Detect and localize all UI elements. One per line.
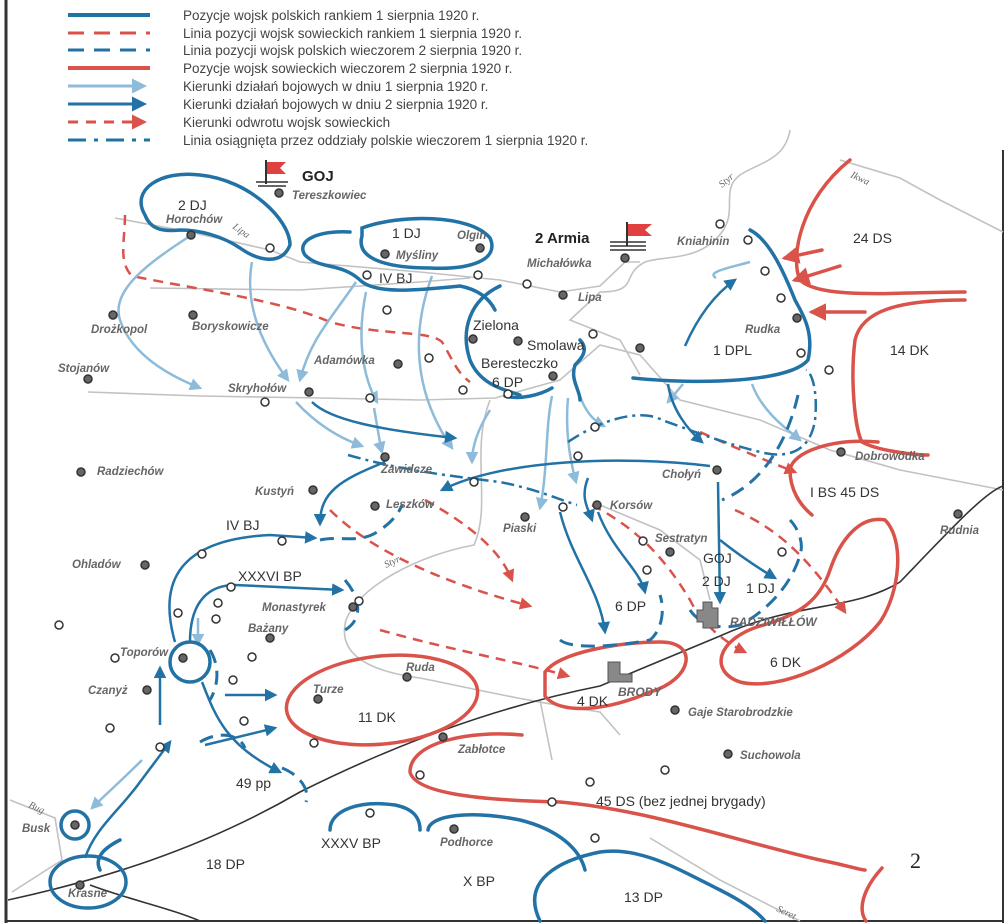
place-label-michalowka: Michałówka [527, 258, 592, 270]
place-label-drozkopol: Drożkopol [91, 324, 148, 336]
unit-label: 2 DJ [702, 573, 731, 589]
place-label-bazany: Bażany [248, 623, 289, 635]
polish-directions-aug1 [90, 234, 802, 810]
unit-label: 6 DP [492, 374, 523, 390]
unit-label: 49 pp [236, 775, 271, 791]
place-label-cholyn: Chołyń [662, 469, 701, 481]
place-label-kniahinin: Kniahinin [677, 236, 729, 248]
hq-label-2-armia: 2 Armia [535, 230, 590, 247]
place-label-monastyrek: Monastyrek [262, 602, 327, 614]
hq-label-goj: GOJ [302, 168, 334, 185]
legend-label: Kierunki działań bojowych w dniu 1 sierp… [183, 79, 488, 94]
place-label-stojanow: Stojanów [58, 363, 110, 375]
place-label-olgin: Olgin [457, 230, 486, 242]
map-frame [4, 0, 1004, 923]
unit-label: XXXVI BP [238, 568, 302, 584]
place-label-zablotce: Zabłotce [457, 744, 506, 756]
unit-label: XXXV BP [321, 835, 381, 851]
place-label-radziechow: Radziechów [97, 466, 165, 478]
place-label-mysliny: Myśliny [396, 250, 439, 262]
page-number: 2 [910, 848, 921, 873]
legend-label: Kierunki odwrotu wojsk sowieckich [183, 115, 390, 130]
place-label-smolawa: Smolawa [527, 337, 585, 353]
place-label-skryholow: Skryhołów [228, 383, 287, 395]
place-label-kustyn: Kustyń [255, 486, 294, 498]
place-label-krasne: Krasne [68, 888, 108, 900]
unit-label: 14 DK [890, 342, 930, 358]
place-label-rudka: Rudka [745, 324, 781, 336]
place-label-zielona: Zielona [473, 317, 519, 333]
place-label-toporow: Toporów [120, 647, 169, 659]
radziwillow-city-icon [696, 601, 719, 629]
place-label-ruda: Ruda [406, 662, 435, 674]
unit-label: X BP [463, 873, 495, 889]
unit-label: 24 DS [853, 230, 892, 246]
place-label-zawidcze: Zawidcze [380, 464, 433, 476]
legend-label: Kierunki działań bojowych w dniu 2 sierp… [183, 97, 488, 112]
place-label-lipa: Lipa [578, 292, 602, 304]
place-label-dobrowodka: Dobrowódka [855, 451, 925, 463]
place-label-leszkow: Leszków [386, 499, 435, 511]
legend-label: Pozycje wojsk polskich rankiem 1 sierpni… [183, 8, 479, 23]
unit-label: 45 DS (bez jednej brygady) [596, 793, 766, 809]
unit-label: 1 DJ [746, 580, 775, 596]
legend-label: Linia osiągnięta przez oddziały polskie … [183, 133, 588, 148]
place-label-sestratyn: Sestratyn [655, 533, 707, 545]
unit-label: IV BJ [226, 517, 259, 533]
goj-hq-flag-icon [256, 160, 288, 187]
place-label-radziwillow: RADZIWIŁŁÓW [730, 614, 818, 629]
army-hq-flag-icon [610, 222, 652, 251]
brody-city-icon [607, 661, 633, 683]
place-label-czanyz: Czanyż [88, 685, 128, 697]
polish-positions [48, 172, 817, 923]
unit-label: 6 DK [770, 654, 802, 670]
place-label-podhorce: Podhorce [440, 837, 494, 849]
place-label-horochow: Horochów [166, 214, 223, 226]
place-label-boryskowicze: Boryskowicze [192, 321, 269, 333]
place-label-busk: Busk [22, 823, 51, 835]
place-label-beresteczko: Beresteczko [481, 355, 558, 371]
place-label-adamowka: Adamówka [313, 355, 375, 367]
unit-label: 1 DJ [392, 225, 421, 241]
river-label-lipa: Lipa [229, 221, 251, 241]
unit-label: IV BJ [379, 270, 412, 286]
soviet-retreat-arrows [329, 430, 847, 680]
unit-label: 11 DK [358, 709, 397, 725]
river-label-seret: Seret [775, 904, 798, 923]
legend-label: Pozycje wojsk sowieckich wieczorem 2 sie… [183, 61, 512, 76]
place-label-turze: Turze [313, 684, 344, 696]
unit-label: I BS 45 DS [810, 484, 879, 500]
river-label-ikwa: Ikwa [848, 169, 871, 188]
railway [7, 485, 1004, 922]
unit-label: 18 DP [206, 856, 245, 872]
unit-labels: GOJ 2 Armia 2 DJ 1 DJ IV BJ 6 DP 1 DPL 2… [178, 168, 930, 905]
place-label-ohladow: Ohladów [72, 559, 122, 571]
legend-label: Linia pozycji wojsk polskich wieczorem 2… [183, 43, 522, 58]
place-label-piaski: Piaski [503, 523, 537, 535]
soviet-positions [122, 158, 967, 923]
unit-label: 1 DPL [713, 342, 752, 358]
river-label-styr: Styr [383, 554, 402, 571]
place-label-rudnia: Rudnia [940, 525, 980, 537]
place-label-korsow: Korsów [610, 500, 653, 512]
unit-label: 6 DP [615, 598, 646, 614]
place-label-tereszkowiec: Tereszkowiec [292, 190, 367, 202]
unit-label: 2 DJ [178, 197, 207, 213]
settlement-markers [54, 188, 963, 890]
place-label-gaje-starobrodzkie: Gaje Starobrodzkie [688, 707, 793, 719]
place-labels: Tereszkowiec Horochów Myśliny Olgin Mich… [22, 190, 980, 900]
place-label-suchowola: Suchowola [740, 750, 801, 762]
river-labels: Lipa Styr Ikwa Styr Bug Seret [27, 169, 871, 922]
place-label-brody: BRODY [618, 685, 662, 699]
legend-label: Linia pozycji wojsk sowieckich rankiem 1… [183, 26, 522, 41]
unit-label: GOJ [703, 550, 732, 566]
unit-label: 13 DP [624, 889, 663, 905]
unit-label: 4 DK [577, 693, 609, 709]
legend: Pozycje wojsk polskich rankiem 1 sierpni… [68, 8, 588, 148]
river-label-styr: Styr [717, 171, 736, 190]
